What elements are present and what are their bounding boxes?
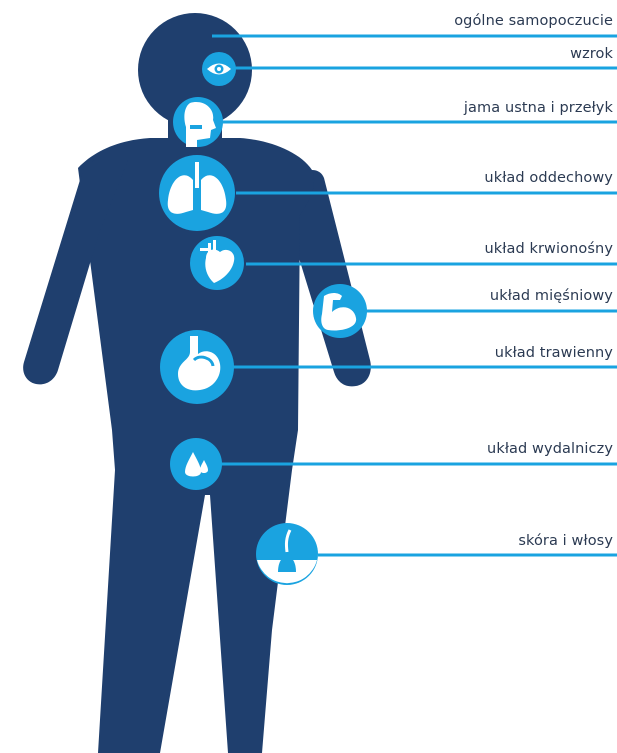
label-skin: skóra i włosy — [518, 532, 613, 550]
label-muscular: układ mięśniowy — [490, 287, 613, 305]
skin-marker — [256, 523, 318, 585]
label-wellbeing: ogólne samopoczucie — [454, 12, 613, 30]
stomach-marker — [160, 330, 234, 404]
label-excretory: układ wydalniczy — [487, 440, 613, 458]
label-mouth: jama ustna i przełyk — [464, 99, 613, 117]
label-vision: wzrok — [570, 45, 613, 63]
heart-marker — [190, 236, 244, 290]
label-digestive: układ trawienny — [495, 344, 613, 362]
lungs-marker — [159, 155, 235, 231]
label-respiratory: układ oddechowy — [484, 169, 613, 187]
label-circulatory: układ krwionośny — [484, 240, 613, 258]
drops-marker — [170, 438, 222, 490]
eye-marker — [202, 52, 236, 86]
muscle-marker — [313, 284, 367, 338]
mouth-marker — [173, 97, 223, 147]
